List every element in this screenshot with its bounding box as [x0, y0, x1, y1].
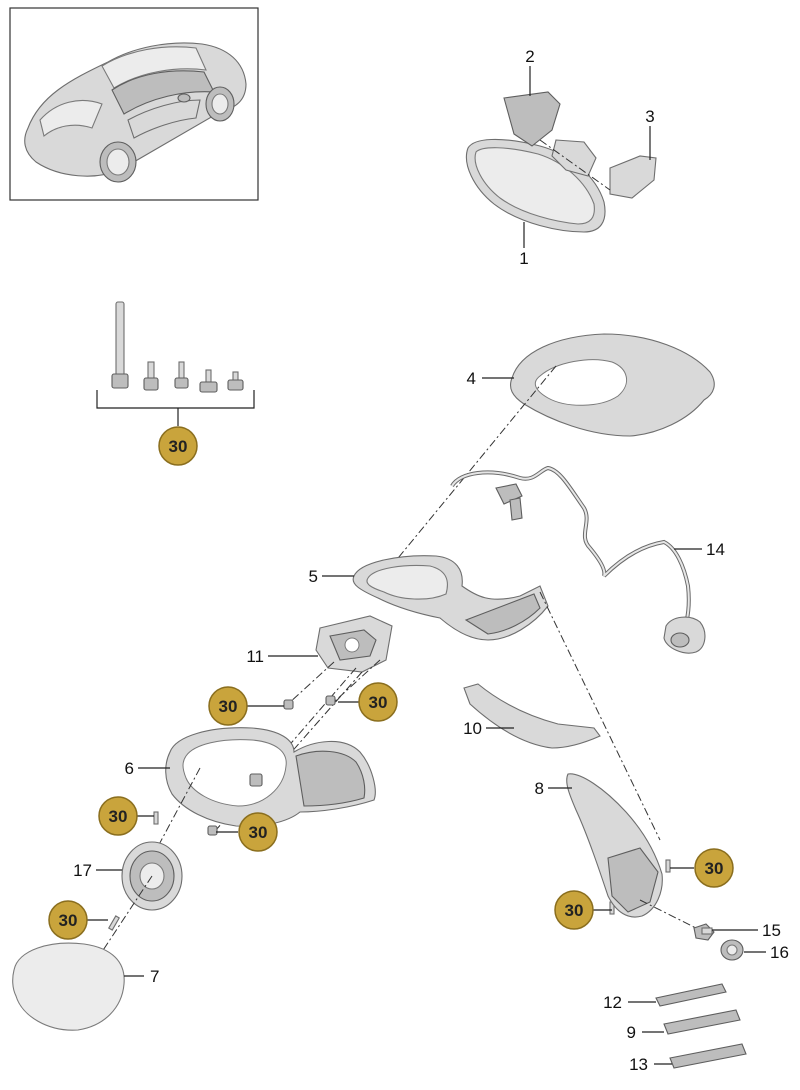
badge-30-bracket-left: 30: [208, 686, 248, 726]
svg-text:30: 30: [369, 693, 388, 712]
callout-15: 15: [762, 921, 781, 940]
reference-badges: 30 30 30 30 30 30 30 30: [48, 426, 734, 940]
vehicle-overview-inset: [9, 7, 259, 201]
badge-30-fasteners: 30: [158, 426, 198, 466]
callout-5: 5: [309, 567, 318, 586]
callout-11: 11: [246, 647, 264, 666]
mirror-housing: [139, 727, 376, 881]
mirror-cover-upper: [503, 91, 561, 147]
trim-strip: [463, 683, 601, 749]
badge-30-bracket-right: 30: [358, 682, 398, 722]
callout-1: 1: [519, 249, 528, 268]
callout-7: 7: [150, 967, 159, 986]
car-thumbnail: [24, 42, 247, 183]
callout-17: 17: [73, 861, 92, 880]
badge-30-housing-bottom: 30: [238, 812, 278, 852]
mirror-base-arm: [352, 555, 661, 841]
svg-text:30: 30: [565, 901, 584, 920]
svg-text:30: 30: [169, 437, 188, 456]
svg-text:30: 30: [249, 823, 268, 842]
callout-labels: 1 2 3 4 5 6 7 8 9 10 11 12 13 14 15 16 1…: [73, 47, 789, 1074]
svg-text:30: 30: [705, 859, 724, 878]
svg-text:30: 30: [219, 697, 238, 716]
interior-mirror-group: [466, 91, 657, 233]
callout-14: 14: [706, 540, 725, 559]
bolt-and-grommet: [693, 923, 744, 961]
badge-30-arm-left: 30: [554, 890, 594, 930]
support-arm: [566, 773, 701, 931]
svg-text:30: 30: [59, 911, 78, 930]
callout-13: 13: [629, 1055, 648, 1074]
wiring-harness: [450, 465, 706, 654]
svg-text:30: 30: [109, 807, 128, 826]
fastener-set: [96, 301, 255, 426]
badge-30-arm-right: 30: [694, 848, 734, 888]
callout-16: 16: [770, 943, 789, 962]
trim-strips: [655, 983, 747, 1069]
callout-9: 9: [627, 1023, 636, 1042]
callout-8: 8: [535, 779, 544, 798]
badge-30-motor: 30: [48, 900, 88, 940]
mirror-cover-lower: [609, 155, 657, 199]
leader-lines: [86, 66, 766, 1065]
callout-12: 12: [603, 993, 622, 1012]
callout-10: 10: [463, 719, 482, 738]
callout-4: 4: [467, 369, 476, 388]
callout-2: 2: [525, 47, 534, 66]
mirror-motor: [89, 841, 183, 971]
badge-30-housing-left: 30: [98, 796, 138, 836]
mirror-housing-cap: [379, 333, 715, 581]
callout-6: 6: [125, 759, 134, 778]
callout-3: 3: [645, 107, 654, 126]
mirror-mount: [551, 139, 597, 177]
mirror-glass: [12, 942, 125, 1031]
